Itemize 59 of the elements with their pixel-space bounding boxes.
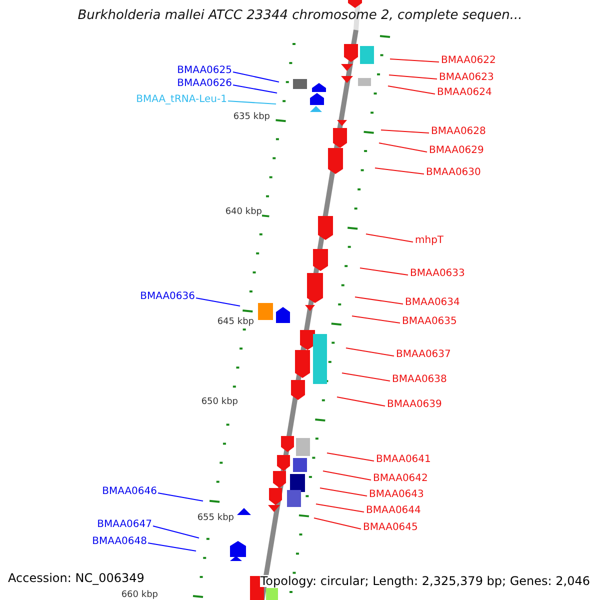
leader-line (390, 58, 440, 62)
leader-line (388, 86, 436, 94)
leader-line (196, 298, 240, 306)
gene-label: BMAA_tRNA-Leu-1 (136, 94, 227, 106)
scale-label: 635 kbp (233, 111, 270, 123)
leader-line (322, 470, 372, 480)
leader-line (360, 268, 408, 276)
gene-label: BMAA0625 (177, 65, 232, 77)
gene-label: BMAA0634 (405, 297, 460, 309)
scale-label: 645 kbp (217, 316, 254, 328)
leader-line (354, 296, 404, 304)
accession-text: Accession: NC_006349 (8, 572, 144, 584)
gene-label: BMAA0645 (363, 522, 418, 534)
gene-label: BMAA0647 (97, 519, 152, 531)
leader-line (228, 100, 276, 104)
leader-line (232, 84, 278, 94)
gene-label: BMAA0623 (439, 72, 494, 84)
leader-line (342, 372, 390, 382)
gene-label: BMAA0644 (366, 505, 421, 517)
scale-label: 640 kbp (225, 206, 262, 218)
leader-line (388, 74, 438, 80)
gene-label: BMAA0626 (177, 78, 232, 90)
gene-label: BMAA0629 (429, 145, 484, 157)
gene-label: BMAA0639 (387, 399, 442, 411)
leader-line (152, 526, 200, 538)
leader-line (346, 348, 394, 356)
leader-line (320, 488, 368, 496)
leader-line (380, 130, 430, 134)
title: Burkholderia mallei ATCC 23344 chromosome 2, complete sequen... (76, 10, 524, 22)
gene-label: BMAA0641 (376, 454, 431, 466)
gene-label: BMAA0638 (392, 374, 447, 386)
gene-label: BMAA0628 (431, 126, 486, 138)
gene-label: BMAA0648 (92, 536, 147, 548)
info-text: Topology: circular; Length: 2,325,379 bp; Genes: 2,046 (260, 575, 590, 587)
leader-line (366, 234, 414, 242)
gene-label: BMAA0636 (140, 291, 195, 303)
gene-label: BMAA0633 (410, 268, 465, 280)
leader-line (326, 452, 374, 462)
leader-line (378, 142, 428, 152)
scale-label: 660 kbp (121, 589, 158, 600)
scale-label: 655 kbp (197, 512, 234, 524)
leader-line (316, 504, 364, 512)
leader-line (336, 396, 386, 406)
leader-line (352, 316, 400, 324)
gene-label: BMAA0635 (402, 316, 457, 328)
leader-line (148, 542, 196, 552)
leader-line (158, 492, 204, 502)
leader-line (314, 518, 362, 530)
gene-label: BMAA0646 (102, 486, 157, 498)
gene-label: mhpT (415, 235, 444, 247)
gene-label: BMAA0630 (426, 167, 481, 179)
gene-label: BMAA0622 (441, 55, 496, 67)
leader-line (232, 72, 280, 82)
scale-label: 650 kbp (201, 396, 238, 408)
gene-label: BMAA0624 (437, 87, 492, 99)
gene-label: BMAA0643 (369, 489, 424, 501)
leader-line (374, 168, 424, 174)
gene-label: BMAA0637 (396, 349, 451, 361)
gene-label: BMAA0642 (373, 473, 428, 485)
